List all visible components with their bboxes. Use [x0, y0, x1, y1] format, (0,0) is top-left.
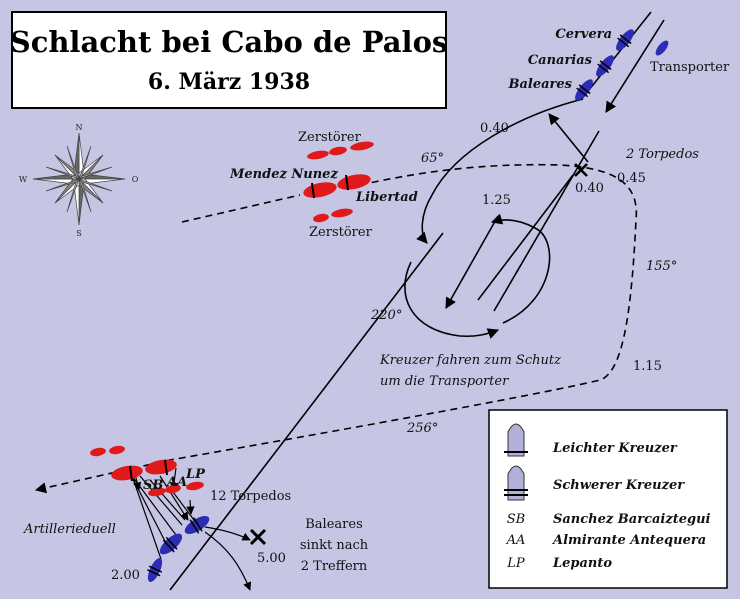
time-200: 2.00 [111, 568, 140, 583]
libertad-ship-icon [145, 459, 177, 475]
legend-sb-name: Sanchez Barcaiztegui [553, 512, 711, 527]
mendez-nunez-ship-icon [111, 465, 143, 481]
heavy-cruiser-icon [504, 465, 528, 501]
sb-ship-icon [148, 487, 166, 497]
compass-w: W [19, 175, 28, 184]
label-zerstoerer-top: Zerstörer [298, 130, 362, 145]
zerstoerer-ship-icon [90, 447, 106, 457]
republican-fleet [90, 141, 374, 497]
legend: Leichter Kreuzer Schwerer Kreuzer SB San… [488, 409, 728, 589]
label-lp: LP [185, 467, 206, 482]
time-125: 1.25 [482, 193, 511, 208]
time-045: 0.45 [617, 171, 646, 186]
mendez-nunez-ship-icon [303, 182, 337, 198]
sinking-marker-icon [249, 528, 267, 546]
torpedo-lines [129, 467, 252, 591]
label-transporter: Transporter [650, 60, 730, 75]
legend-lp-abbr: LP [506, 556, 525, 571]
legend-lp-name: Lepanto [552, 556, 612, 571]
zerstoerer-ship-icon [350, 141, 374, 151]
angle-256: 256° [406, 421, 438, 436]
republican-track [34, 163, 638, 494]
sinks-line3: 2 Treffern [301, 559, 368, 574]
baleares-ship-icon [575, 79, 593, 101]
label-zerstoerer-bottom: Zerstörer [309, 225, 373, 240]
aa-ship-icon [165, 484, 181, 494]
nationalist-track [169, 11, 665, 591]
label-libertad: Libertad [355, 190, 418, 205]
cruiser-ship-icon [147, 558, 163, 582]
time-040-mid: 0.40 [575, 181, 604, 196]
canarias-ship-icon [596, 55, 614, 77]
title-box: Schlacht bei Cabo de Palos 6. März 1938 [10, 11, 448, 109]
label-sb: SB [143, 478, 163, 493]
angle-220: 220° [370, 308, 402, 323]
map-title: Schlacht bei Cabo de Palos [10, 25, 448, 59]
time-115: 1.15 [633, 359, 662, 374]
angle-65: 65° [421, 151, 444, 166]
legend-aa-name: Almirante Antequera [551, 533, 706, 548]
sinks-line1: Baleares [305, 517, 362, 532]
legend-aa-abbr: AA [506, 533, 526, 548]
label-12-torpedos: 12 Torpedos [210, 489, 291, 504]
cervera-ship-icon [616, 29, 634, 51]
legend-light-cruiser: Leichter Kreuzer [552, 441, 678, 456]
compass-rose-icon: N S W O [19, 123, 139, 238]
hit-marker-icon [574, 163, 588, 177]
lp-ship-icon [186, 481, 204, 491]
compass-o: O [132, 175, 139, 184]
transport-ship-icon [655, 40, 669, 56]
compass-n: N [76, 123, 83, 132]
label-2-torpedos: 2 Torpedos [625, 147, 699, 162]
zerstoerer-ship-icon [307, 150, 329, 160]
cruiser-ship-icon [159, 533, 183, 555]
compass-s: S [76, 229, 81, 238]
kreuzer-text-line1: Kreuzer fahren zum Schutz [379, 353, 561, 368]
time-500: 5.00 [257, 551, 286, 566]
legend-sb-abbr: SB [507, 512, 525, 527]
map-date: 6. März 1938 [148, 69, 310, 95]
time-040-top: 0.40 [480, 121, 509, 136]
legend-heavy-cruiser: Schwerer Kreuzer [553, 478, 685, 493]
label-aa: AA [165, 475, 187, 490]
zerstoerer-ship-icon [109, 445, 125, 455]
angle-155: 155° [646, 259, 677, 274]
label-canarias: Canarias [528, 53, 593, 68]
label-baleares: Baleares [508, 77, 573, 92]
nationalist-fleet [147, 29, 669, 582]
cruiser-ship-icon [184, 516, 210, 534]
sinks-line2: sinkt nach [300, 538, 369, 553]
zerstoerer-ship-icon [313, 213, 329, 223]
label-mendez-nunez: Mendez Nunez [229, 167, 338, 182]
label-artillerieduell: Artillerieduell [23, 522, 116, 537]
zerstoerer-ship-icon [329, 146, 347, 156]
light-cruiser-icon [504, 423, 528, 457]
kreuzer-text-line2: um die Transporter [380, 374, 509, 389]
zerstoerer-ship-icon [331, 208, 353, 218]
label-cervera: Cervera [555, 27, 612, 42]
